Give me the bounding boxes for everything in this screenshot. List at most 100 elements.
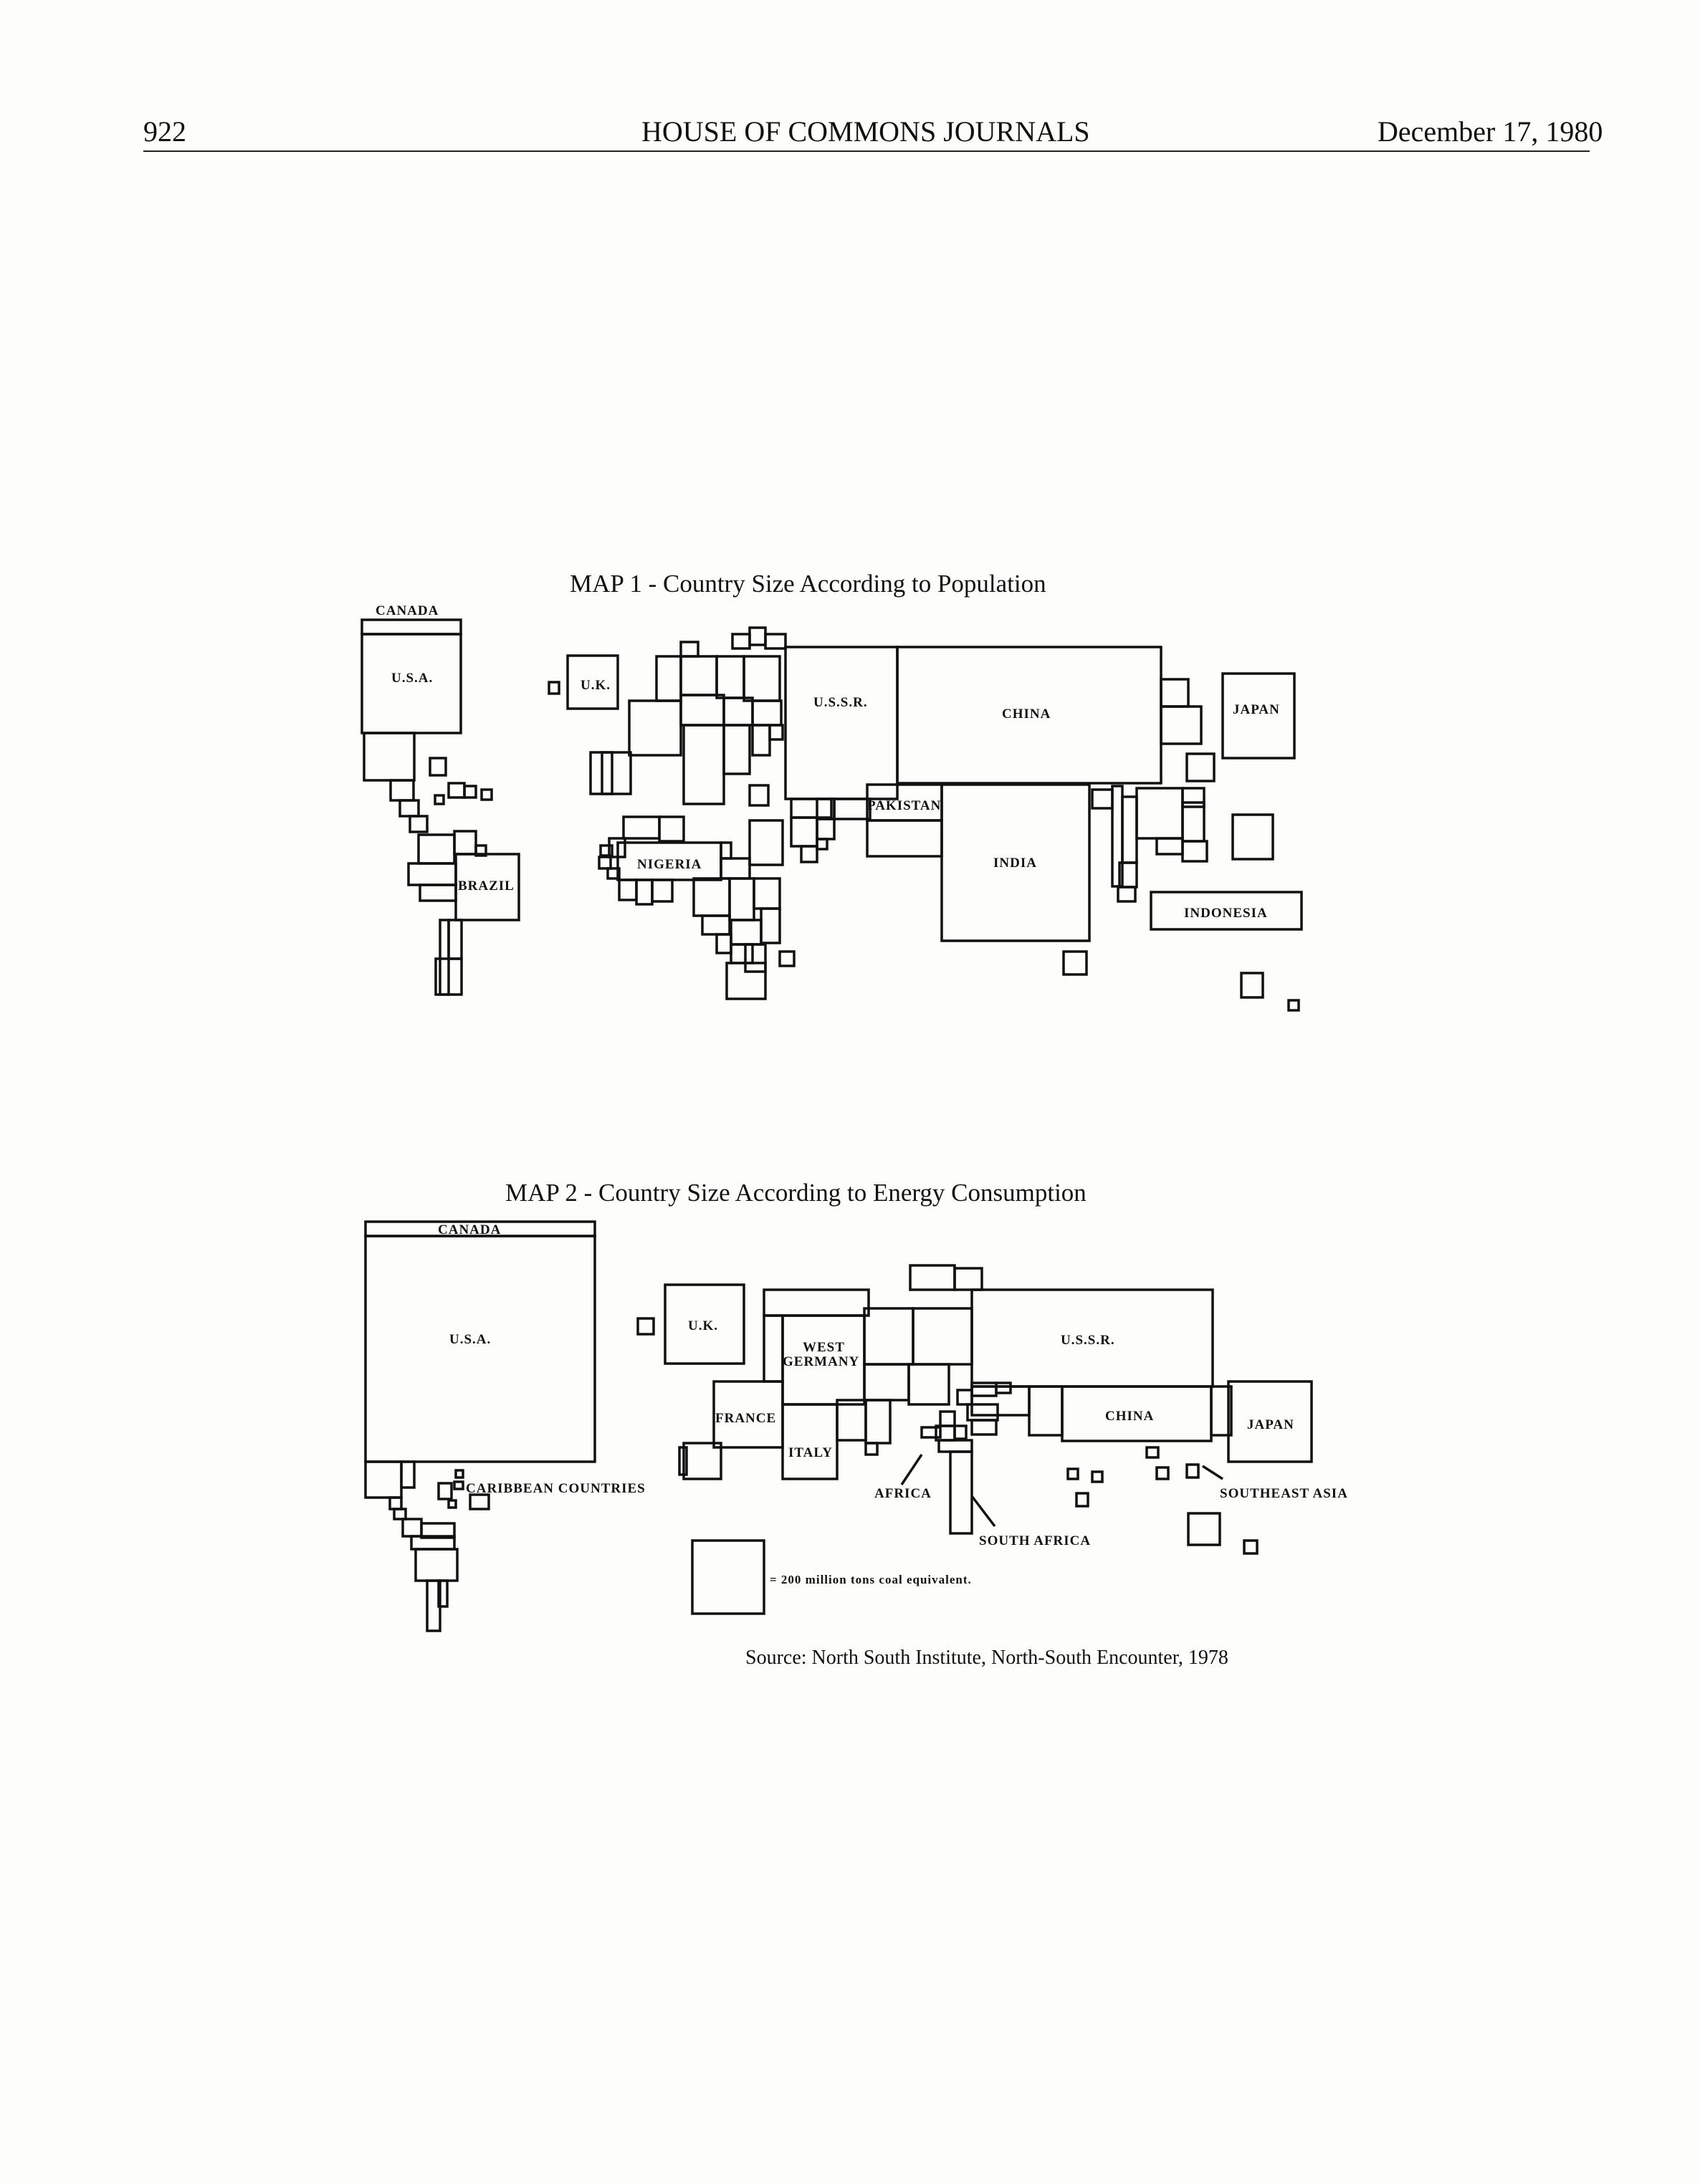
- map1-mozambique: [760, 907, 781, 944]
- map2-romania: [864, 1399, 892, 1445]
- map2-hungary: [907, 1363, 950, 1406]
- map1-netherlands: [655, 655, 682, 702]
- map1-sri-lanka-2: [1117, 886, 1137, 903]
- map1-finland: [748, 626, 767, 646]
- map1-afghanistan-2: [833, 798, 872, 820]
- map1-spain: [589, 751, 632, 795]
- map1-ethiopia: [728, 877, 755, 921]
- map2-pakistan: [937, 1439, 973, 1453]
- map1-china-label: CHINA: [1002, 707, 1051, 722]
- map1-caribbean-5: [434, 794, 445, 805]
- map1-peru: [407, 862, 457, 886]
- map2-canada-label: CANADA: [438, 1222, 501, 1237]
- map2-spain: [682, 1442, 722, 1480]
- map1-indonesia-label: INDONESIA: [1184, 906, 1268, 921]
- map2-iran: [1028, 1385, 1064, 1437]
- map1-poland: [715, 655, 745, 699]
- map2-australia: [1187, 1512, 1221, 1546]
- map2-southeast-asia-pointer: [1202, 1465, 1223, 1480]
- map2-uk: [664, 1283, 745, 1365]
- map2-central-america-2: [393, 1508, 407, 1520]
- map2-thailand: [1075, 1492, 1089, 1508]
- map1-greece: [748, 784, 770, 807]
- map2-taiwan: [1185, 1463, 1200, 1479]
- map1-w-africa-3: [598, 856, 612, 870]
- map2-south-africa: [949, 1450, 973, 1535]
- header-rule: [143, 150, 1590, 152]
- map2-caribbean: [437, 1482, 453, 1500]
- map2-czech: [863, 1363, 910, 1402]
- map2-usa: [364, 1235, 596, 1463]
- map2-mideast: [956, 1389, 973, 1406]
- map1-burma: [1121, 795, 1138, 864]
- map1-japan: [1221, 672, 1296, 760]
- map2-egypt: [920, 1426, 942, 1439]
- map2-chile: [437, 1579, 449, 1608]
- map1-yemen: [816, 838, 828, 851]
- map1-title: MAP 1 - Country Size According to Popula…: [570, 570, 1046, 598]
- map2-finland: [953, 1267, 983, 1291]
- map2-title: MAP 2 - Country Size According to Energy…: [505, 1179, 1087, 1207]
- map1-france: [628, 699, 682, 757]
- map1-caribbean: [429, 757, 447, 777]
- map2-italy-label: ITALY: [788, 1445, 833, 1460]
- map2-venezuela: [420, 1522, 456, 1539]
- map1-sweden: [731, 633, 751, 650]
- map2-mideast-3: [995, 1381, 1012, 1394]
- map2-brazil-2: [414, 1548, 459, 1582]
- map2-africa-label: AFRICA: [874, 1486, 932, 1501]
- map1-yugoslavia: [722, 724, 751, 775]
- map2-poland: [863, 1307, 915, 1366]
- map1-nigeria-label: NIGERIA: [637, 857, 702, 872]
- page-date: December 17, 1980: [1377, 115, 1603, 148]
- map1-mauritius: [778, 950, 796, 967]
- map1-iran: [790, 798, 833, 819]
- map1-baltic: [764, 633, 787, 650]
- map1-caribbean-2: [447, 782, 466, 799]
- map1-canada-label: CANADA: [376, 603, 439, 618]
- map1-vietnam: [1181, 787, 1205, 808]
- map2-caribbean-4: [447, 1499, 457, 1509]
- map2-scandinavia: [763, 1288, 870, 1317]
- map1-cameroon: [651, 878, 674, 903]
- map1-uk: [566, 654, 619, 710]
- page-number: 922: [143, 115, 186, 148]
- map2-usa-label: U.S.A.: [449, 1332, 491, 1347]
- map1-rhodesia: [730, 943, 754, 964]
- map1-papua: [1062, 950, 1088, 976]
- map2-portugal: [678, 1446, 688, 1476]
- map1-india: [940, 783, 1091, 942]
- map1-egypt: [748, 819, 784, 866]
- map1-algeria: [658, 815, 685, 843]
- map2-japan: [1227, 1380, 1313, 1463]
- map2-philippines: [1155, 1466, 1170, 1480]
- map1-madagascar: [744, 943, 767, 973]
- map1-caribbean-3: [463, 785, 477, 799]
- map1-norway: [679, 641, 699, 658]
- map2-china-label: CHINA: [1105, 1409, 1154, 1424]
- map2-legend-label: = 200 million tons coal equivalent.: [770, 1573, 972, 1586]
- map1-syria: [816, 818, 836, 840]
- map1-iraq: [790, 816, 818, 848]
- map2-west-germany-label-1: WEST: [803, 1340, 845, 1355]
- map2-mexico-2: [400, 1460, 416, 1489]
- map1-bangladesh: [1111, 785, 1124, 888]
- map1-chile: [439, 919, 450, 996]
- map1-bolivia: [419, 883, 457, 902]
- map1-argentina-south: [434, 957, 463, 996]
- map1-morocco: [622, 815, 661, 840]
- map1-guyana: [474, 844, 487, 857]
- map1-ussr-label: U.S.S.R.: [813, 695, 868, 710]
- map2-france-label: FRANCE: [715, 1411, 776, 1426]
- map1-malaysia: [1155, 837, 1184, 856]
- map2-uk-label: U.K.: [688, 1318, 718, 1333]
- map2-italy: [781, 1403, 839, 1480]
- map1-usa-label: U.S.A.: [391, 671, 433, 686]
- map1-ghana: [618, 878, 638, 901]
- map2-southeast-asia-label: SOUTHEAST ASIA: [1220, 1486, 1348, 1501]
- map1-angola: [701, 914, 731, 936]
- map1-japan-label: JAPAN: [1233, 702, 1280, 717]
- map1-chad: [720, 841, 732, 860]
- map2-yugoslavia: [836, 1399, 867, 1442]
